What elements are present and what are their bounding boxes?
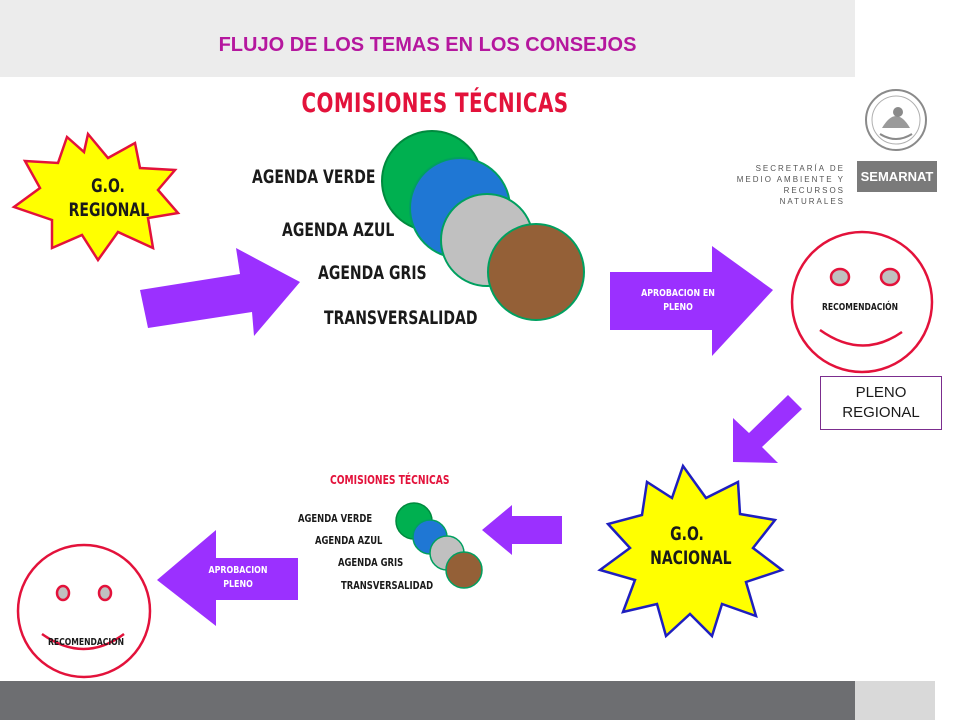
top-flow-arrow [140,248,300,336]
agenda-verde-small-label: AGENDA VERDE [298,512,373,525]
ministry-name: SECRETARÍA DE MEDIO AMBIENTE Y RECURSOS … [735,163,845,207]
ministry-line-3: RECURSOS NATURALES [779,186,845,206]
approval-top-line-2: PLENO [663,302,693,313]
semarnat-logo: SEMARNAT [857,161,937,192]
ministry-line-2: MEDIO AMBIENTE Y [736,175,845,184]
diagonal-arrow [733,395,802,463]
footer-accent [855,681,935,720]
transversalidad-small-label: TRANSVERSALIDAD [341,579,434,592]
mexico-seal-icon [865,89,927,151]
header-right-strip [855,0,960,77]
bottom-small-arrow [482,505,562,555]
recomendacion-bottom-label: RECOMENDACION [48,637,125,648]
pleno-box-line-1: PLENO [855,384,907,401]
agenda-verde-label: AGENDA VERDE [252,166,376,188]
transversalidad-label: TRANSVERSALIDAD [324,307,478,329]
ministry-line-1: SECRETARÍA DE [755,164,845,173]
agenda-azul-small-label: AGENDA AZUL [315,534,383,547]
smiley-bottom-right-eye [97,584,113,602]
agenda-azul-label: AGENDA AZUL [282,219,395,241]
approval-bottom-line-1: APROBACION [208,565,268,576]
regional-star-label: G.O. REGIONAL [68,174,150,222]
header-bar [0,0,855,77]
pleno-box-line-2: REGIONAL [842,404,920,421]
approval-arrow-bottom [157,530,298,626]
smiley-left-eye [829,267,851,287]
agenda-gris-label: AGENDA GRIS [318,262,427,284]
section-title: COMISIONES TÉCNICAS [301,88,569,119]
recomendacion-top-label: RECOMENDACIÓN [822,302,899,313]
national-star-line-1: G.O. [670,523,704,545]
regional-star-line-2: REGIONAL [68,199,150,221]
national-star-line-2: NACIONAL [650,547,732,569]
agenda-gris-small-label: AGENDA GRIS [338,556,404,569]
national-star [597,463,785,639]
pleno-regional-box: PLENO REGIONAL [820,376,942,430]
smiley-face-bottom [16,543,152,679]
national-star-label: G.O. NACIONAL [650,522,732,570]
approval-arrow-bottom-label: APROBACION PLENO [201,564,275,592]
footer-bar [0,681,855,720]
smiley-mouth [819,328,903,347]
smiley-bottom-mouth [41,632,125,651]
comisiones-small-title: COMISIONES TÉCNICAS [330,473,450,487]
smiley-right-eye [879,267,901,287]
regional-star-line-1: G.O. [91,175,125,197]
approval-arrow-top-label: APROBACION EN PLENO [625,287,731,315]
approval-top-line-1: APROBACION EN [641,288,715,299]
regional-star [11,131,181,263]
smiley-face-top [790,230,934,374]
page-title: FLUJO DE LOS TEMAS EN LOS CONSEJOS [218,34,637,56]
smiley-bottom-left-eye [55,584,71,602]
brown-circle [487,223,585,321]
approval-arrow-top [610,246,773,356]
brown-circle-small [445,551,483,589]
approval-bottom-line-2: PLENO [223,579,253,590]
